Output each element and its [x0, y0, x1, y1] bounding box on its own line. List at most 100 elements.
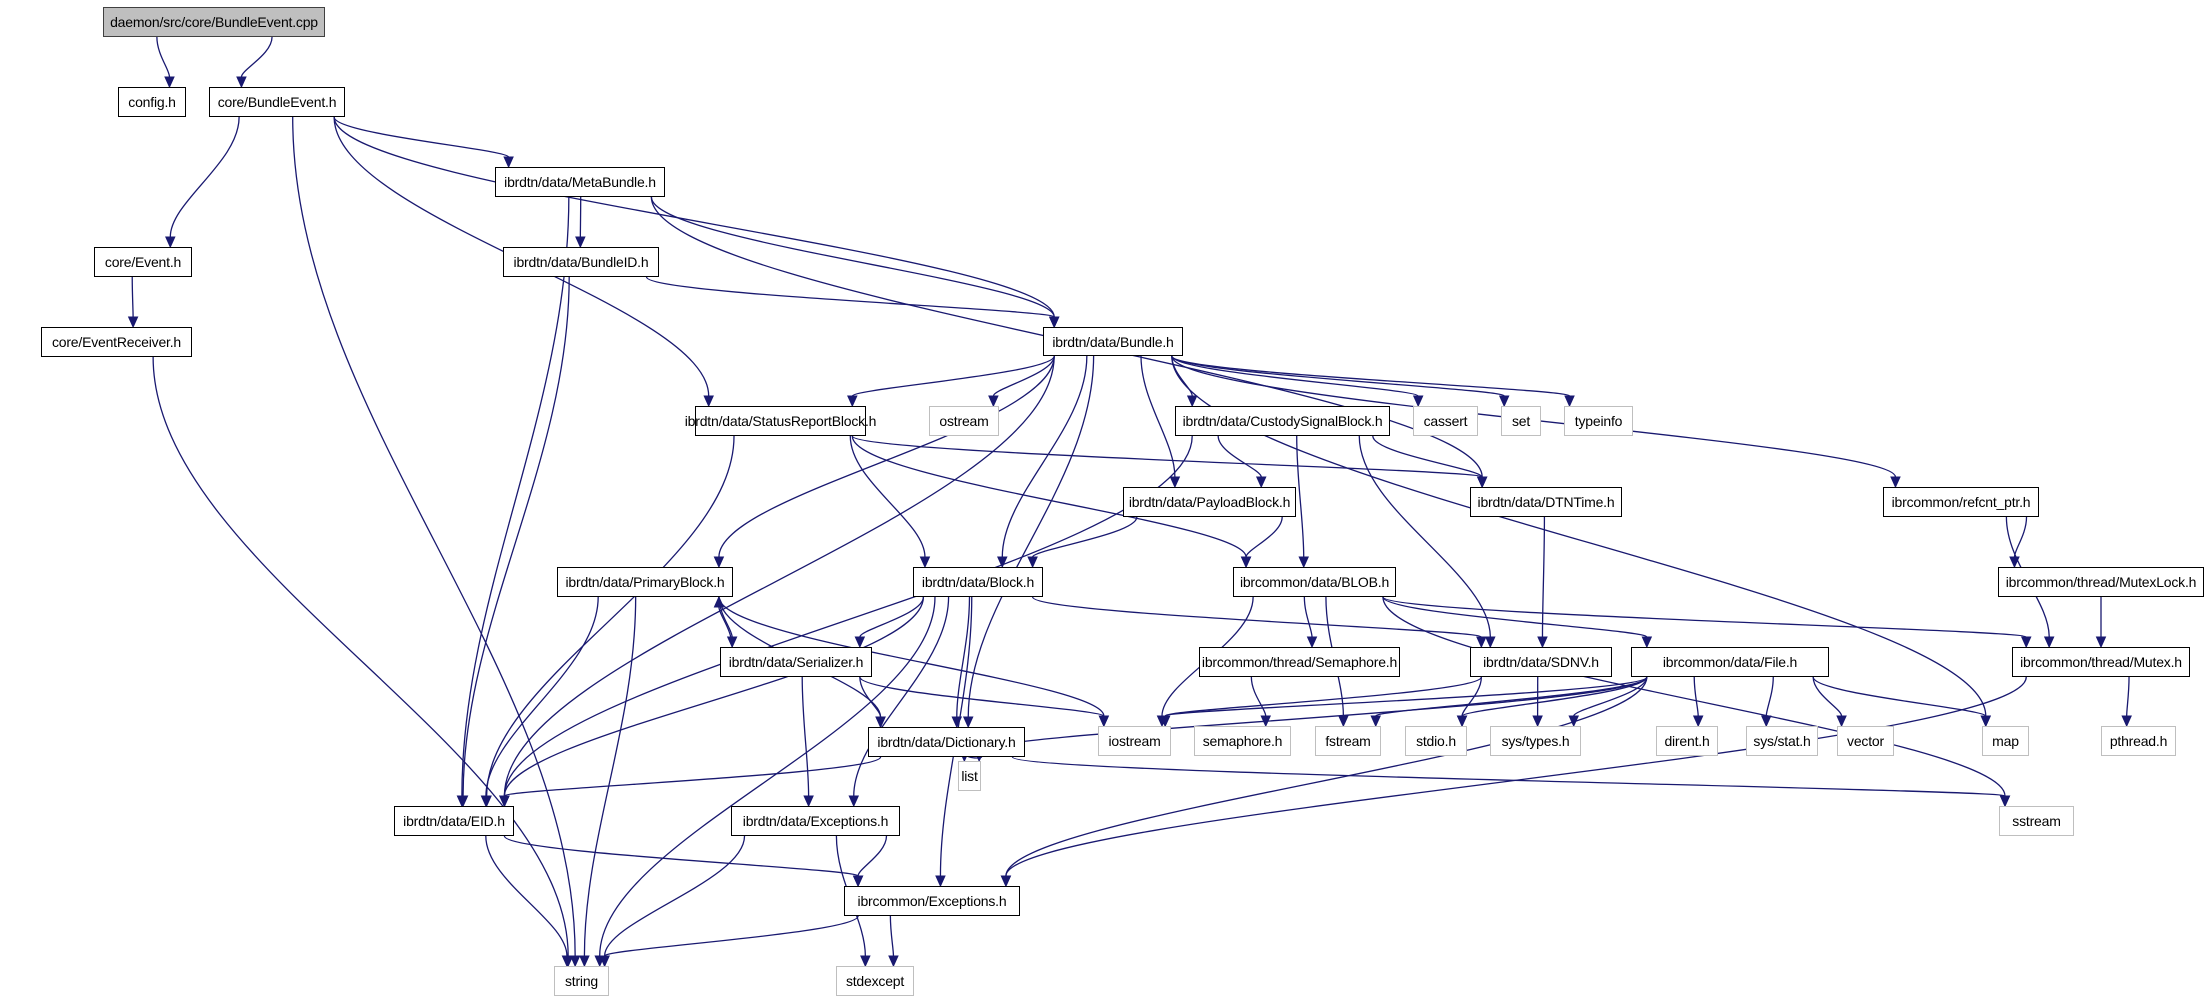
arrowhead-icon	[803, 795, 814, 808]
node-ibrcommon-thread-mutex-h[interactable]: ibrcommon/thread/Mutex.h	[2012, 647, 2190, 677]
edge-block-to-eid	[503, 596, 925, 797]
node-ibrcommon-data-file-h[interactable]: ibrcommon/data/File.h	[1631, 647, 1829, 677]
node-ibrdtn-data-bundle-h[interactable]: ibrdtn/data/Bundle.h	[1043, 327, 1183, 356]
node-daemon-src-core-bundleevent-cpp: daemon/src/core/BundleEvent.cpp	[103, 7, 325, 37]
edge-refcnt-to-mutexlock	[2013, 516, 2028, 558]
node-config-h[interactable]: config.h	[118, 87, 186, 117]
node-label: ibrdtn/data/BundleID.h	[513, 254, 649, 270]
node-ibrcommon-thread-semaphore-h[interactable]: ibrcommon/thread/Semaphore.h	[1199, 647, 1400, 677]
node-ibrdtn-data-payloadblock-h[interactable]: ibrdtn/data/PayloadBlock.h	[1123, 487, 1296, 517]
node-label: ibrdtn/data/Serializer.h	[728, 654, 864, 670]
edge-eid-to-icexceptions	[503, 835, 859, 877]
node-ibrdtn-data-dtntime-h[interactable]: ibrdtn/data/DTNTime.h	[1470, 487, 1622, 517]
arrowhead-icon	[860, 955, 871, 968]
node-core-bundleevent-h[interactable]: core/BundleEvent.h	[209, 87, 345, 117]
edge-sdnv-to-iostream	[1164, 676, 1483, 717]
edge-payload-to-block	[1031, 516, 1138, 558]
edge-cpp-to-config	[156, 36, 171, 78]
node-iostream[interactable]: iostream	[1098, 726, 1171, 756]
node-stdio-h[interactable]: stdio.h	[1405, 726, 1467, 756]
node-label: ibrcommon/data/File.h	[1662, 654, 1798, 670]
node-label: ibrdtn/data/PayloadBlock.h	[1128, 494, 1291, 510]
edge-custody-to-blob	[1296, 435, 1305, 558]
node-ibrdtn-data-sdnv-h[interactable]: ibrdtn/data/SDNV.h	[1470, 647, 1612, 677]
arrowhead-icon	[2009, 556, 2020, 569]
node-dirent-h[interactable]: dirent.h	[1656, 726, 1718, 756]
edge-icexceptions-to-string	[603, 915, 859, 957]
node-label: config.h	[128, 94, 176, 110]
node-stdexcept[interactable]: stdexcept	[836, 966, 914, 996]
node-label: sys/stat.h	[1753, 733, 1811, 749]
arrowhead-icon	[1098, 715, 1110, 728]
edge-bundle-to-block	[1001, 355, 1088, 558]
node-label: stdio.h	[1416, 733, 1456, 749]
node-label: string	[564, 973, 599, 989]
arrowhead-icon	[875, 716, 886, 729]
node-ibrdtn-data-block-h[interactable]: ibrdtn/data/Block.h	[913, 567, 1043, 597]
node-ibrcommon-thread-mutexlock-h[interactable]: ibrcommon/thread/MutexLock.h	[1998, 567, 2204, 597]
node-ibrcommon-data-blob-h[interactable]: ibrcommon/data/BLOB.h	[1233, 567, 1396, 597]
node-list[interactable]: list	[958, 761, 981, 791]
node-core-eventreceiver-h[interactable]: core/EventReceiver.h	[41, 327, 192, 357]
node-ibrdtn-data-metabundle-h[interactable]: ibrdtn/data/MetaBundle.h	[495, 167, 665, 197]
arrowhead-icon	[1476, 636, 1487, 649]
arrowhead-icon	[1692, 715, 1704, 728]
edge-file-to-map	[1812, 676, 1987, 717]
edge-metabundle-to-eid	[461, 196, 570, 797]
edge-bundle-to-primary	[718, 355, 1055, 558]
edge-serializer-to-dictionary	[859, 676, 882, 718]
node-ibrdtn-data-primaryblock-h[interactable]: ibrdtn/data/PrimaryBlock.h	[557, 567, 733, 597]
node-label: ibrcommon/thread/MutexLock.h	[2005, 574, 2197, 590]
edge-block-to-serializer	[859, 596, 925, 638]
node-sstream[interactable]: sstream	[1999, 806, 2074, 836]
node-ibrdtn-data-serializer-h[interactable]: ibrdtn/data/Serializer.h	[720, 647, 872, 677]
node-ibrdtn-data-statusreportblock-h[interactable]: ibrdtn/data/StatusReportBlock.h	[685, 406, 876, 436]
node-sys-types-h[interactable]: sys/types.h	[1490, 726, 1581, 756]
edge-file-to-dirent	[1693, 676, 1699, 717]
node-pthread-h[interactable]: pthread.h	[2101, 726, 2176, 756]
arrowhead-icon	[1255, 476, 1267, 489]
edge-block-to-dictionary	[956, 596, 971, 718]
node-label: semaphore.h	[1202, 733, 1283, 749]
node-ibrdtn-data-eid-h[interactable]: ibrdtn/data/EID.h	[394, 806, 514, 836]
node-label: ibrdtn/data/EID.h	[403, 813, 505, 829]
node-ostream[interactable]: ostream	[929, 406, 999, 436]
edge-payload-to-blob	[1245, 516, 1283, 558]
arrowhead-icon	[1412, 395, 1424, 408]
node-semaphore-h[interactable]: semaphore.h	[1194, 726, 1291, 756]
edge-bundle-to-statusreport	[851, 355, 1055, 397]
arrowhead-icon	[499, 795, 510, 808]
node-sys-stat-h[interactable]: sys/stat.h	[1746, 726, 1818, 756]
arrowhead-icon	[1027, 556, 1038, 569]
edge-statusreport-to-eid	[485, 435, 735, 797]
node-fstream[interactable]: fstream	[1315, 726, 1381, 756]
node-map[interactable]: map	[1982, 726, 2029, 756]
node-label: ibrcommon/thread/Mutex.h	[2020, 654, 2182, 670]
node-ibrcommon-refcnt-ptr-h[interactable]: ibrcommon/refcnt_ptr.h	[1883, 487, 2039, 517]
node-ibrdtn-data-bundleid-h[interactable]: ibrdtn/data/BundleID.h	[503, 247, 659, 277]
node-set[interactable]: set	[1501, 406, 1541, 436]
edge-bevent-to-event	[169, 116, 240, 238]
node-label: ibrdtn/data/CustodySignalBlock.h	[1182, 413, 1383, 429]
arrowhead-icon	[1641, 636, 1653, 649]
edge-block-to-string	[599, 596, 936, 957]
arrowhead-icon	[1999, 795, 2011, 808]
edge-custody-to-dtntime	[1372, 435, 1483, 478]
edge-custody-to-eid	[503, 435, 1193, 797]
node-cassert[interactable]: cassert	[1413, 406, 1478, 436]
edge-primary-to-eid	[485, 596, 599, 797]
node-core-event-h[interactable]: core/Event.h	[94, 247, 192, 277]
node-ibrcommon-exceptions-h[interactable]: ibrcommon/Exceptions.h	[844, 886, 1020, 916]
arrowhead-icon	[236, 76, 247, 89]
node-string[interactable]: string	[554, 966, 609, 996]
node-typeinfo[interactable]: typeinfo	[1564, 406, 1633, 436]
node-vector[interactable]: vector	[1837, 726, 1894, 756]
node-ibrdtn-data-exceptions-h[interactable]: ibrdtn/data/Exceptions.h	[731, 806, 900, 836]
edge-bundle-to-typeinfo	[1171, 355, 1571, 397]
edge-receiver-to-string	[152, 356, 569, 957]
node-ibrdtn-data-dictionary-h[interactable]: ibrdtn/data/Dictionary.h	[868, 727, 1025, 757]
arrowhead-icon	[1298, 556, 1309, 569]
node-label: ibrdtn/data/DTNTime.h	[1477, 494, 1615, 510]
node-ibrdtn-data-custodysignalblock-h[interactable]: ibrdtn/data/CustodySignalBlock.h	[1175, 406, 1390, 436]
arrowhead-icon	[2095, 636, 2107, 649]
